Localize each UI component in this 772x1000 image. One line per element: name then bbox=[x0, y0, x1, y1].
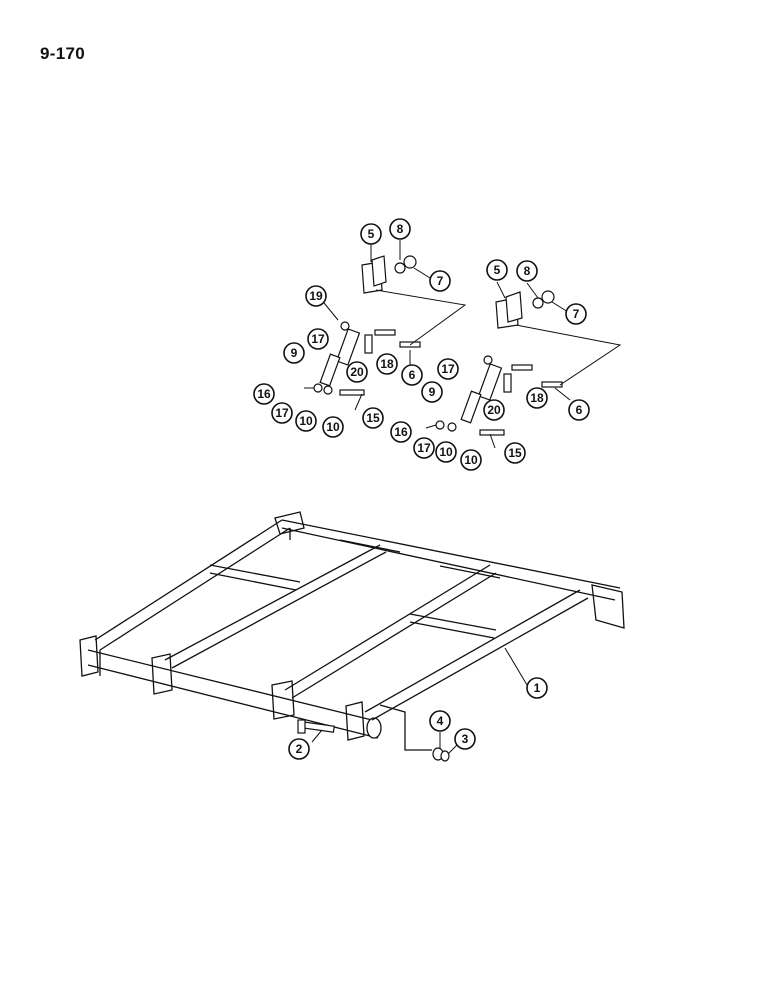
svg-text:17: 17 bbox=[275, 406, 289, 420]
svg-text:17: 17 bbox=[311, 332, 325, 346]
svg-text:6: 6 bbox=[576, 403, 583, 417]
callout-20: 20 bbox=[483, 399, 505, 421]
svg-text:10: 10 bbox=[326, 420, 340, 434]
callout-15: 15 bbox=[362, 407, 384, 429]
callout-17: 17 bbox=[413, 437, 435, 459]
svg-text:16: 16 bbox=[394, 425, 408, 439]
svg-text:20: 20 bbox=[350, 365, 364, 379]
callout-8: 8 bbox=[516, 260, 538, 282]
callout-16: 16 bbox=[390, 421, 412, 443]
callout-10: 10 bbox=[435, 441, 457, 463]
svg-text:15: 15 bbox=[508, 446, 522, 460]
svg-text:7: 7 bbox=[437, 274, 444, 288]
callout-3: 3 bbox=[454, 728, 476, 750]
nut-washer-parts bbox=[432, 747, 450, 762]
svg-text:8: 8 bbox=[524, 264, 531, 278]
callout-17: 17 bbox=[437, 358, 459, 380]
svg-text:3: 3 bbox=[462, 732, 469, 746]
frame-assembly bbox=[79, 511, 625, 751]
callout-20: 20 bbox=[346, 361, 368, 383]
callout-9: 9 bbox=[283, 342, 305, 364]
svg-text:16: 16 bbox=[257, 387, 271, 401]
svg-text:10: 10 bbox=[439, 445, 453, 459]
svg-text:5: 5 bbox=[494, 263, 501, 277]
callout-4: 4 bbox=[429, 710, 451, 732]
callout-7: 7 bbox=[429, 270, 451, 292]
callout-17: 17 bbox=[271, 402, 293, 424]
svg-text:17: 17 bbox=[417, 441, 431, 455]
svg-text:10: 10 bbox=[464, 453, 478, 467]
svg-text:5: 5 bbox=[368, 227, 375, 241]
callout-5: 5 bbox=[486, 259, 508, 281]
callout-15: 15 bbox=[504, 442, 526, 464]
callout-7: 7 bbox=[565, 303, 587, 325]
callout-9: 9 bbox=[421, 381, 443, 403]
callout-10: 10 bbox=[322, 416, 344, 438]
svg-text:15: 15 bbox=[366, 411, 380, 425]
svg-text:7: 7 bbox=[573, 307, 580, 321]
callout-19: 19 bbox=[305, 285, 327, 307]
callout-16: 16 bbox=[253, 383, 275, 405]
right-shock-assembly bbox=[435, 290, 622, 436]
callout-6: 6 bbox=[568, 399, 590, 421]
svg-text:17: 17 bbox=[441, 362, 455, 376]
bolt-part bbox=[297, 719, 335, 734]
callout-10: 10 bbox=[295, 410, 317, 432]
callout-8: 8 bbox=[389, 218, 411, 240]
callout-10: 10 bbox=[460, 449, 482, 471]
left-shock-assembly bbox=[313, 255, 467, 396]
callout-2: 2 bbox=[288, 738, 310, 760]
svg-text:1: 1 bbox=[534, 681, 541, 695]
svg-text:19: 19 bbox=[309, 289, 323, 303]
callout-18: 18 bbox=[526, 387, 548, 409]
callout-6: 6 bbox=[401, 364, 423, 386]
svg-text:10: 10 bbox=[299, 414, 313, 428]
page-number: 9-170 bbox=[40, 44, 85, 63]
callout-18: 18 bbox=[376, 353, 398, 375]
svg-text:2: 2 bbox=[296, 742, 303, 756]
svg-text:18: 18 bbox=[380, 357, 394, 371]
leader-lines bbox=[304, 240, 571, 755]
callout-1: 1 bbox=[526, 677, 548, 699]
svg-text:8: 8 bbox=[397, 222, 404, 236]
svg-text:9: 9 bbox=[291, 346, 298, 360]
callout-17: 17 bbox=[307, 328, 329, 350]
svg-text:20: 20 bbox=[487, 403, 501, 417]
svg-text:4: 4 bbox=[437, 714, 444, 728]
svg-text:18: 18 bbox=[530, 391, 544, 405]
svg-text:9: 9 bbox=[429, 385, 436, 399]
svg-text:6: 6 bbox=[409, 368, 416, 382]
callout-5: 5 bbox=[360, 223, 382, 245]
